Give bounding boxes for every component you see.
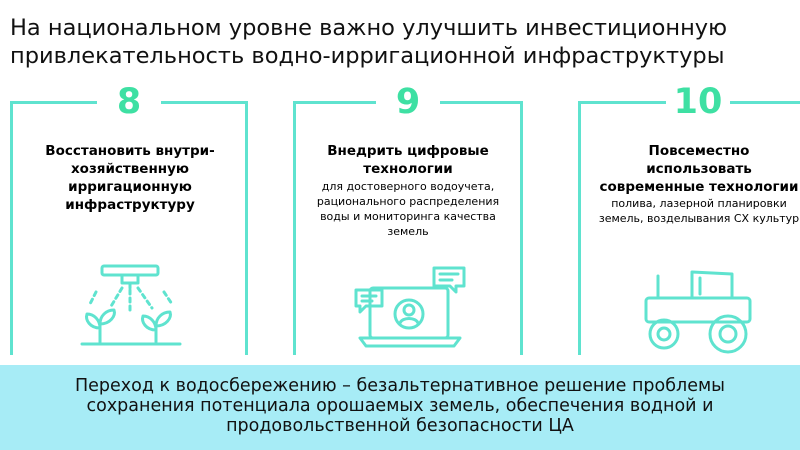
tractor-icon — [644, 270, 752, 354]
card-8-heading: Восстановить внутри- хозяйственную ирриг… — [45, 143, 215, 213]
conclusion-banner-text: Переход к водосбережению – безальтернати… — [75, 376, 725, 436]
conclusion-banner — [0, 365, 800, 450]
card-9-description: для достоверного водоучета, рациональног… — [316, 180, 500, 238]
laptop-chat-user-icon — [354, 266, 466, 348]
card-8-number: 8 — [97, 80, 161, 124]
card-10-number: 10 — [666, 80, 730, 124]
card-9-number: 9 — [376, 80, 440, 124]
irrigation-sprinkler-seedlings-icon — [80, 264, 182, 346]
card-10-description: полива, лазерной планировки земель, возд… — [598, 197, 800, 225]
page-title: На национальном уровне важно улучшить ин… — [10, 15, 728, 69]
card-10-heading: Повсеместно использовать современные тех… — [599, 143, 799, 195]
card-9-heading: Внедрить цифровые технологии — [327, 143, 489, 177]
